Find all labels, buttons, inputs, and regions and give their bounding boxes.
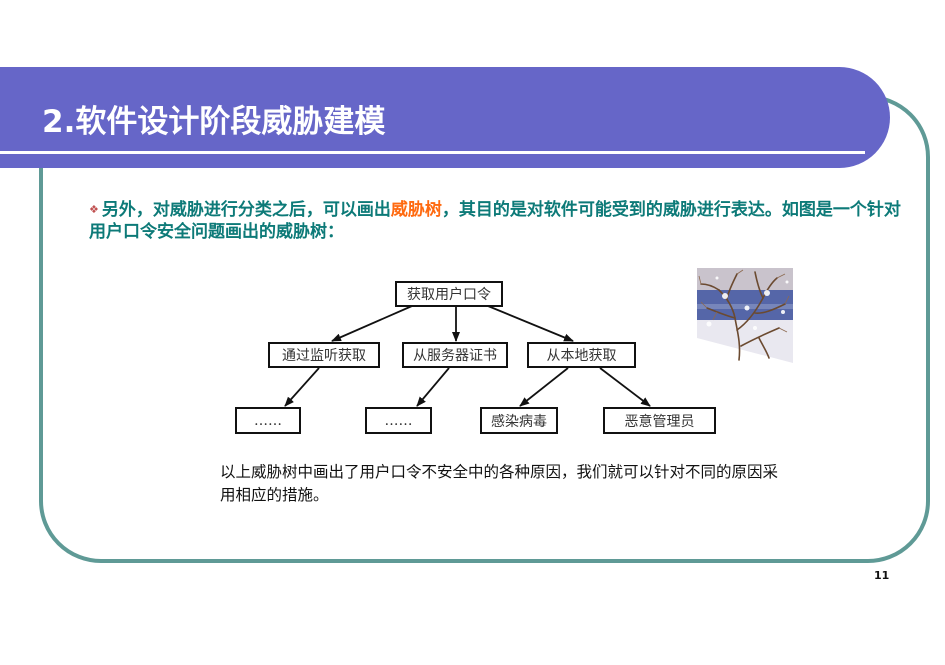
arrow-server-to-more [416, 367, 450, 407]
slide-title: 2.软件设计阶段威胁建模 [42, 104, 386, 140]
intro-text-part1: 另外，对威胁进行分类之后，可以画出 [101, 200, 391, 220]
winter-tree-image [697, 268, 793, 363]
page-number: 11 [874, 569, 890, 582]
tree-node-server-more: …… [365, 407, 432, 434]
arrow-listen-to-more [284, 367, 320, 407]
header-underline [0, 151, 865, 154]
tree-node-listen-more: …… [235, 407, 301, 434]
tree-node-malicious-admin: 恶意管理员 [603, 407, 716, 434]
tree-node-local: 从本地获取 [527, 342, 636, 368]
intro-text-part2: ，其目的是对软件可能受到的威胁进行表达。如图是一个针对用户口令安全问题画出的威胁… [89, 200, 901, 242]
arrow-root-to-local [487, 305, 574, 342]
tree-node-root: 获取用户口令 [395, 281, 503, 307]
arrow-root-to-listen [331, 305, 413, 342]
diamond-bullet-icon: ❖ [89, 203, 99, 216]
intro-paragraph: ❖另外，对威胁进行分类之后，可以画出威胁树，其目的是对软件可能受到的威胁进行表达… [89, 199, 909, 243]
tree-node-listen: 通过监听获取 [268, 342, 380, 368]
summary-text: 以上威胁树中画出了用户口令不安全中的各种原因，我们就可以针对不同的原因采用相应的… [220, 463, 779, 504]
tree-node-server-cert: 从服务器证书 [402, 342, 508, 368]
intro-highlight: 威胁树 [390, 200, 442, 220]
arrow-local-to-admin [599, 367, 651, 407]
tree-node-virus: 感染病毒 [480, 407, 558, 434]
arrow-local-to-virus [519, 367, 569, 407]
